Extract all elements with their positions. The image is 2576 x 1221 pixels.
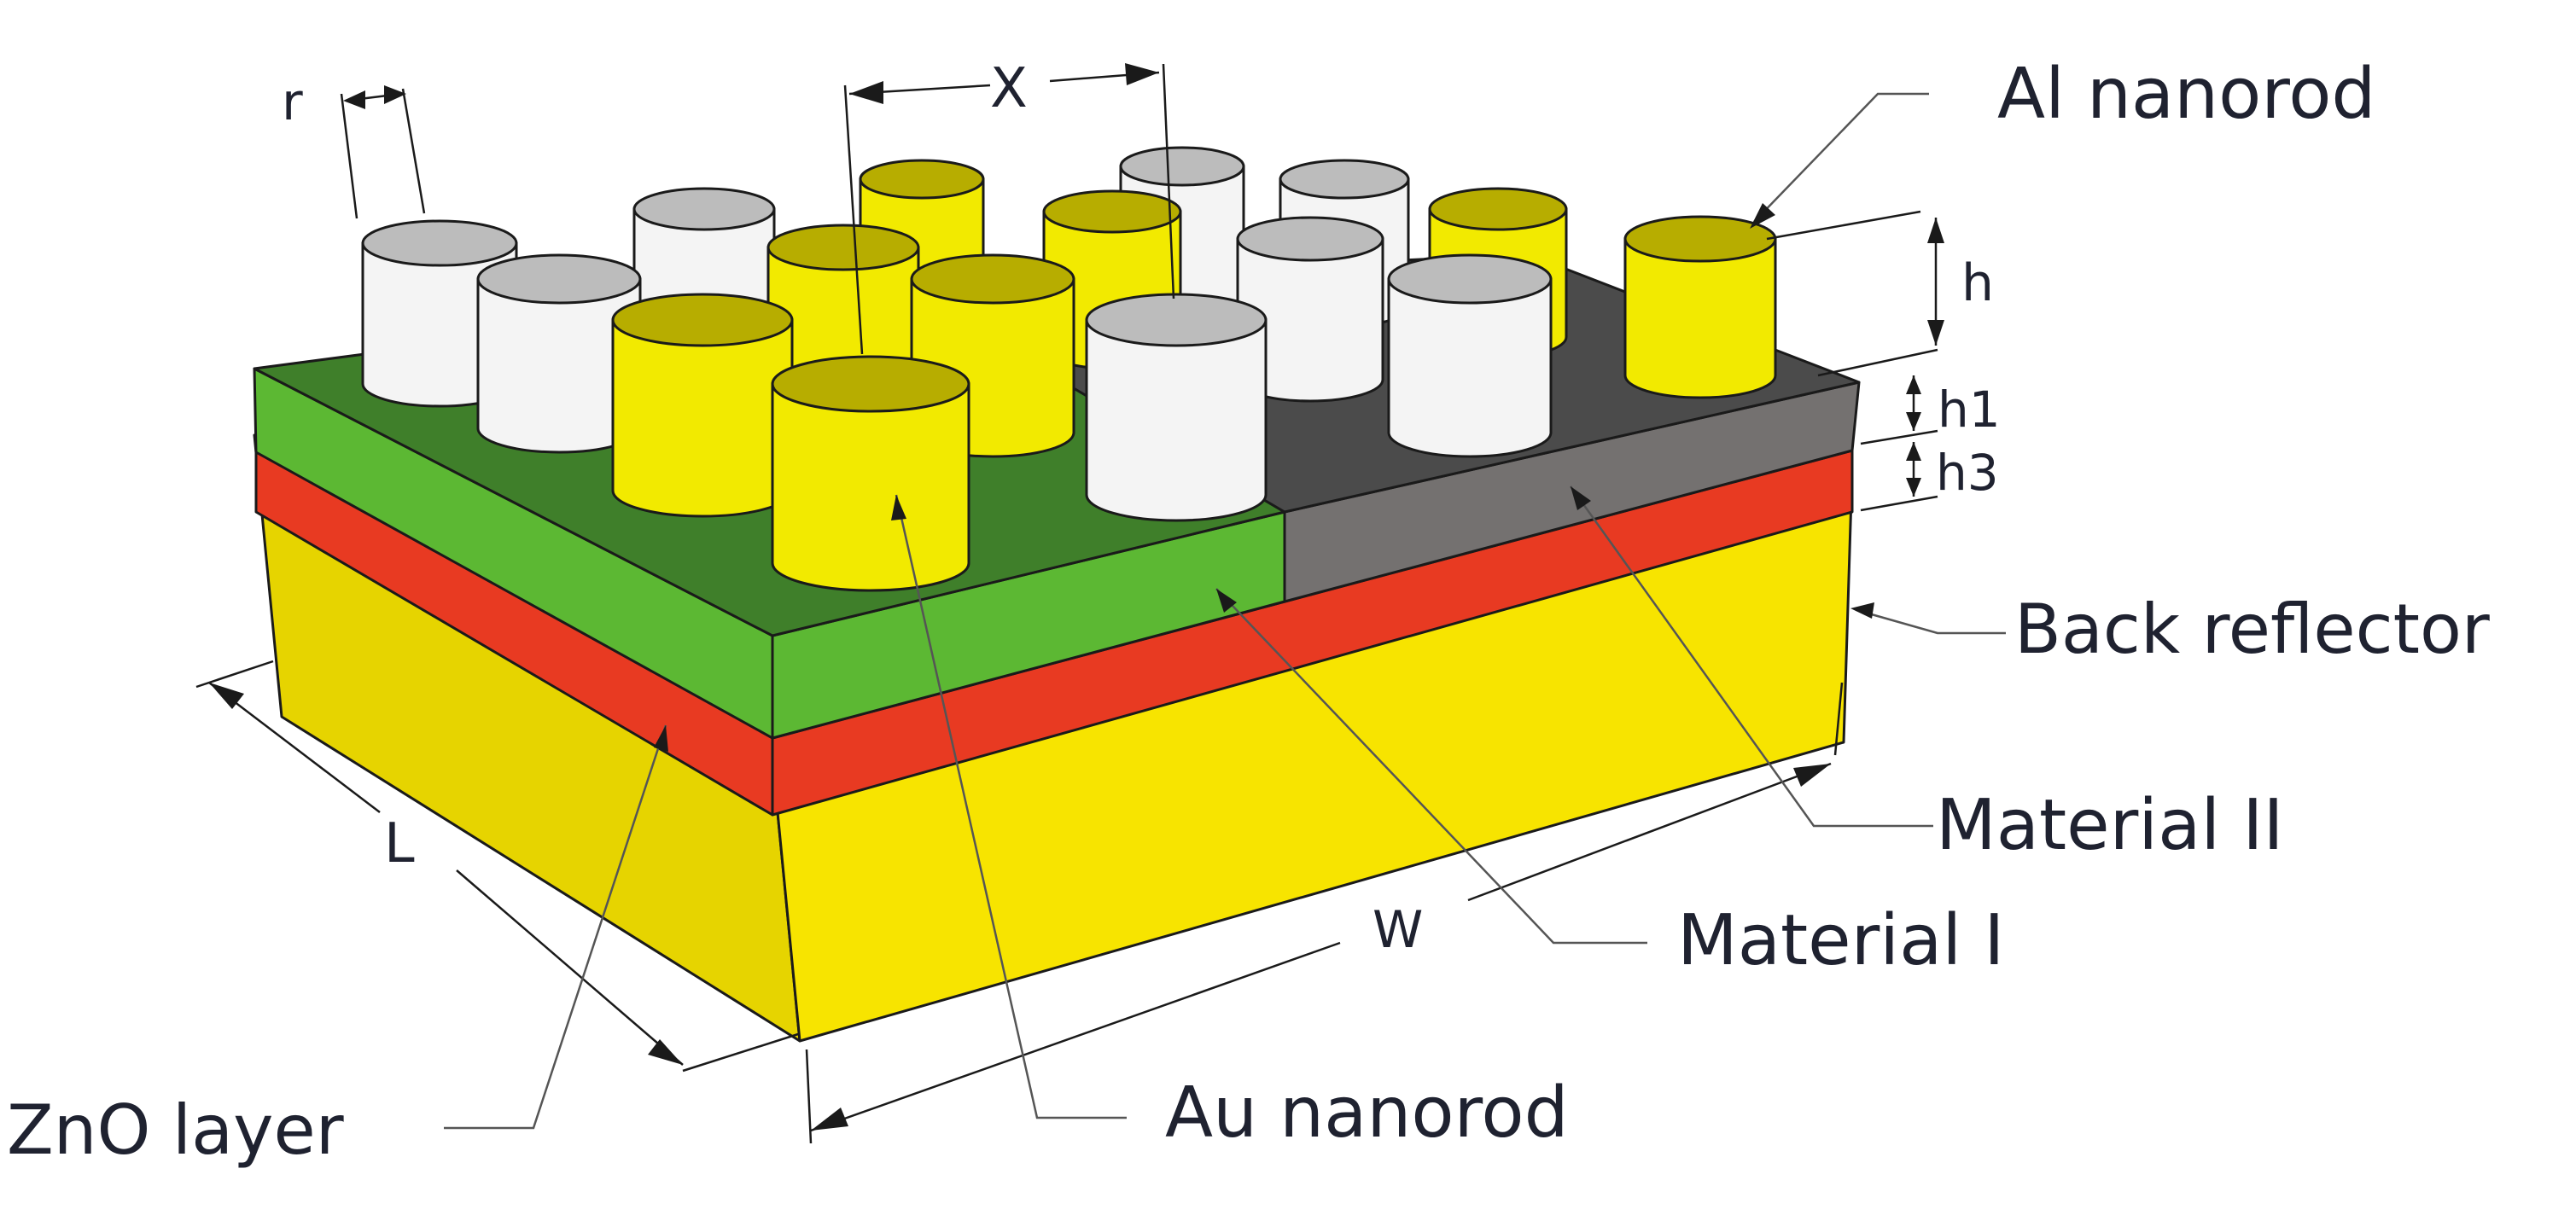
au-nanorod <box>1623 215 1777 399</box>
au-nanorod-top <box>1623 215 1777 263</box>
al-nanorod-top <box>476 253 642 305</box>
au-nanorod-top <box>1042 189 1182 234</box>
au-nanorod-top <box>766 224 920 271</box>
dim-w-label: W <box>1373 900 1423 960</box>
au-nanorod-top <box>611 293 794 347</box>
labels: Al nanorod Back reflector Material II Ma… <box>7 54 2490 1170</box>
au-nanorod <box>611 293 794 518</box>
al-nanorod-top <box>1236 216 1384 262</box>
dim-r-label: r <box>282 73 303 132</box>
au-nanorod <box>771 355 970 592</box>
dim-h-label: h <box>1961 253 1994 313</box>
al-nanorod-top <box>1279 159 1410 200</box>
dim-h3-label: h3 <box>1936 444 1999 502</box>
au-nanorod-top <box>910 253 1075 305</box>
al-nanorod <box>1387 253 1553 458</box>
au-nanorod-top <box>1428 187 1568 231</box>
label-al-nanorod: Al nanorod <box>1997 54 2375 135</box>
nanorod-array <box>361 146 1777 592</box>
al-nanorod-top <box>1085 293 1268 347</box>
label-zno-layer: ZnO layer <box>7 1090 344 1170</box>
leader-lines <box>444 92 2006 1130</box>
label-material-2: Material II <box>1936 785 2284 866</box>
al-nanorod-body <box>1085 318 1268 522</box>
au-nanorod-body <box>1623 237 1777 399</box>
label-au-nanorod: Au nanorod <box>1165 1073 1569 1154</box>
au-nanorod-body <box>611 318 794 518</box>
al-nanorod <box>1236 216 1384 403</box>
al-nanorod-top <box>361 219 518 267</box>
dimension-annotations: r X h h1 h3 L <box>195 57 2001 1144</box>
al-nanorod-body <box>1387 277 1553 458</box>
label-material-1: Material I <box>1677 900 2004 981</box>
au-nanorod-body <box>771 382 970 592</box>
al-nanorod-top <box>632 187 776 231</box>
al-nanorod-top <box>1387 253 1553 305</box>
au-nanorod-top <box>771 355 970 413</box>
al-nanorod <box>476 253 642 454</box>
al-nanorod-top <box>1119 146 1245 187</box>
dim-x-label: X <box>990 57 1028 120</box>
dim-l-label: L <box>384 812 415 875</box>
dim-h1-label: h1 <box>1938 381 2001 439</box>
label-back-reflector: Back reflector <box>2014 590 2490 669</box>
au-nanorod-top <box>859 159 985 200</box>
al-nanorod <box>1085 293 1268 522</box>
